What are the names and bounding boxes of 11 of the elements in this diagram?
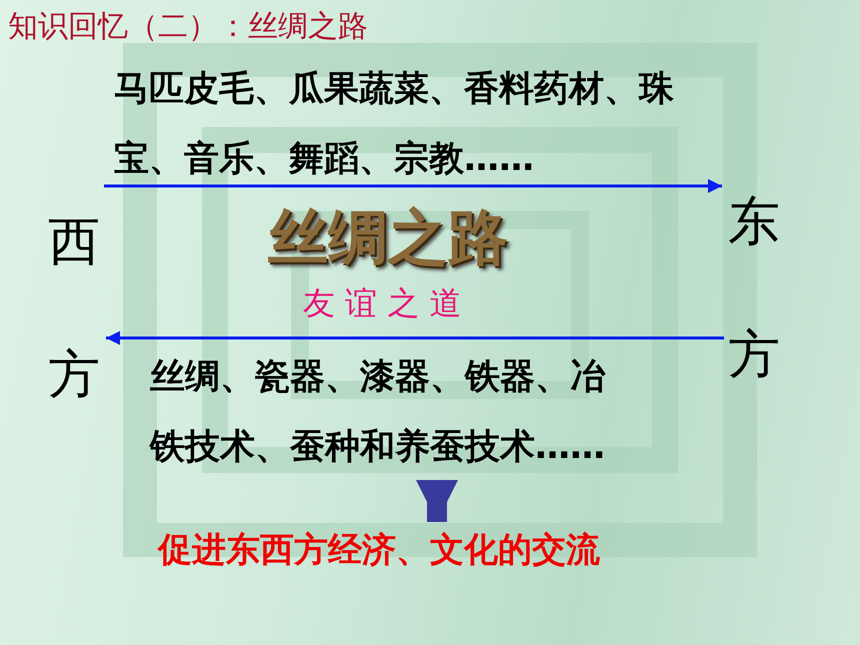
west-label: 西方 bbox=[48, 176, 100, 442]
arrow bbox=[106, 331, 724, 345]
edge-label: 马匹皮毛、瓜果蔬菜、香料药材、珠宝、音乐、舞蹈、宗教…… bbox=[114, 68, 675, 181]
arrow bbox=[104, 179, 722, 193]
silk-road-heading: 丝绸之路 bbox=[268, 202, 508, 275]
east-label: 东方 bbox=[728, 156, 780, 422]
export-goods-text: 丝绸、瓷器、漆器、铁器、冶铁技术、蚕种和养蚕技术…… bbox=[150, 342, 620, 482]
friendship-road-text: 友 谊 之 道 bbox=[303, 283, 462, 324]
result-text: 促进东西方经济、文化的交流 bbox=[158, 528, 600, 572]
block-arrow bbox=[416, 480, 458, 522]
title: 知识回忆（二）：丝绸之路 bbox=[8, 8, 368, 46]
